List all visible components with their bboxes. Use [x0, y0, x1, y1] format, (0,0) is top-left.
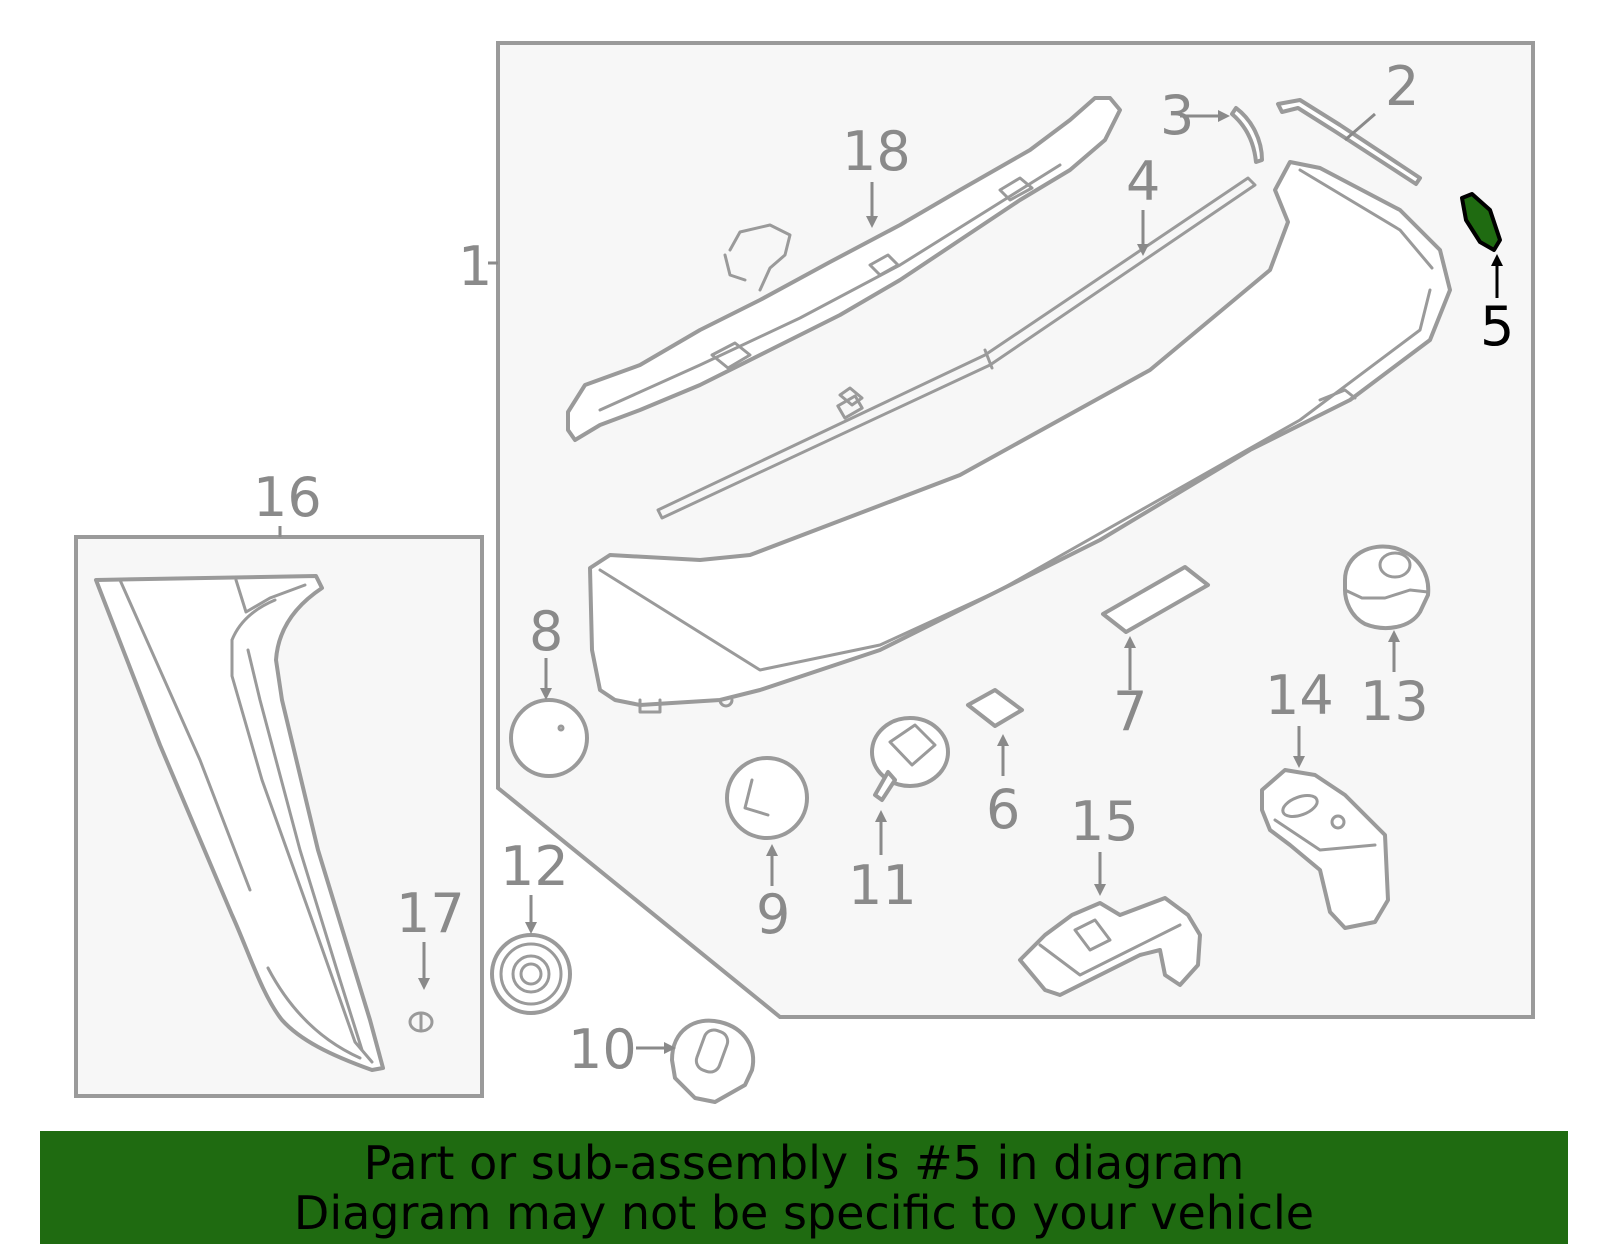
callout-3: 3 — [1160, 84, 1194, 147]
spoiler-body — [588, 160, 1452, 714]
callout-14: 14 — [1265, 664, 1334, 727]
part-10-clip — [670, 1018, 756, 1104]
part-15-bracket — [1018, 896, 1202, 997]
part-5-pad — [1460, 192, 1502, 252]
part-2-trim-strip — [1276, 98, 1422, 186]
callout-11: 11 — [848, 854, 917, 917]
part-8-plug — [509, 698, 589, 778]
part-11-clip — [870, 716, 950, 802]
callout-12: 12 — [500, 835, 569, 898]
part-13-bumper — [1343, 544, 1431, 630]
callout-5: 5 — [1480, 295, 1514, 358]
part-7-pad — [1101, 565, 1210, 634]
callout-13: 13 — [1360, 670, 1429, 733]
callout-9: 9 — [756, 883, 790, 946]
callout-7: 7 — [1113, 680, 1147, 743]
part-16-side-trim — [94, 574, 385, 1072]
callout-8: 8 — [529, 600, 563, 663]
part-6-pad — [966, 688, 1024, 728]
callout-16: 16 — [253, 466, 322, 529]
callout-4: 4 — [1126, 150, 1160, 213]
callout-10: 10 — [568, 1018, 637, 1081]
banner-line-2: Diagram may not be specific to your vehi… — [293, 1186, 1315, 1240]
callout-2: 2 — [1385, 55, 1419, 118]
callout-1: 1 — [458, 235, 492, 298]
part-14-bracket — [1260, 768, 1390, 930]
part-4-seal-strip — [656, 176, 1257, 520]
callout-17: 17 — [396, 882, 465, 945]
part-9-cap — [725, 756, 809, 840]
info-banner: Part or sub-assembly is #5 in diagram Di… — [40, 1131, 1568, 1244]
part-3-curved-seal — [1230, 106, 1264, 164]
banner-line-1: Part or sub-assembly is #5 in diagram — [363, 1136, 1245, 1190]
callout-18: 18 — [842, 120, 911, 183]
callout-6: 6 — [986, 778, 1020, 841]
part-17-fastener — [408, 1011, 434, 1033]
leader-lines — [278, 110, 1503, 1054]
callout-15: 15 — [1070, 790, 1139, 853]
part-12-grommet — [490, 933, 572, 1015]
